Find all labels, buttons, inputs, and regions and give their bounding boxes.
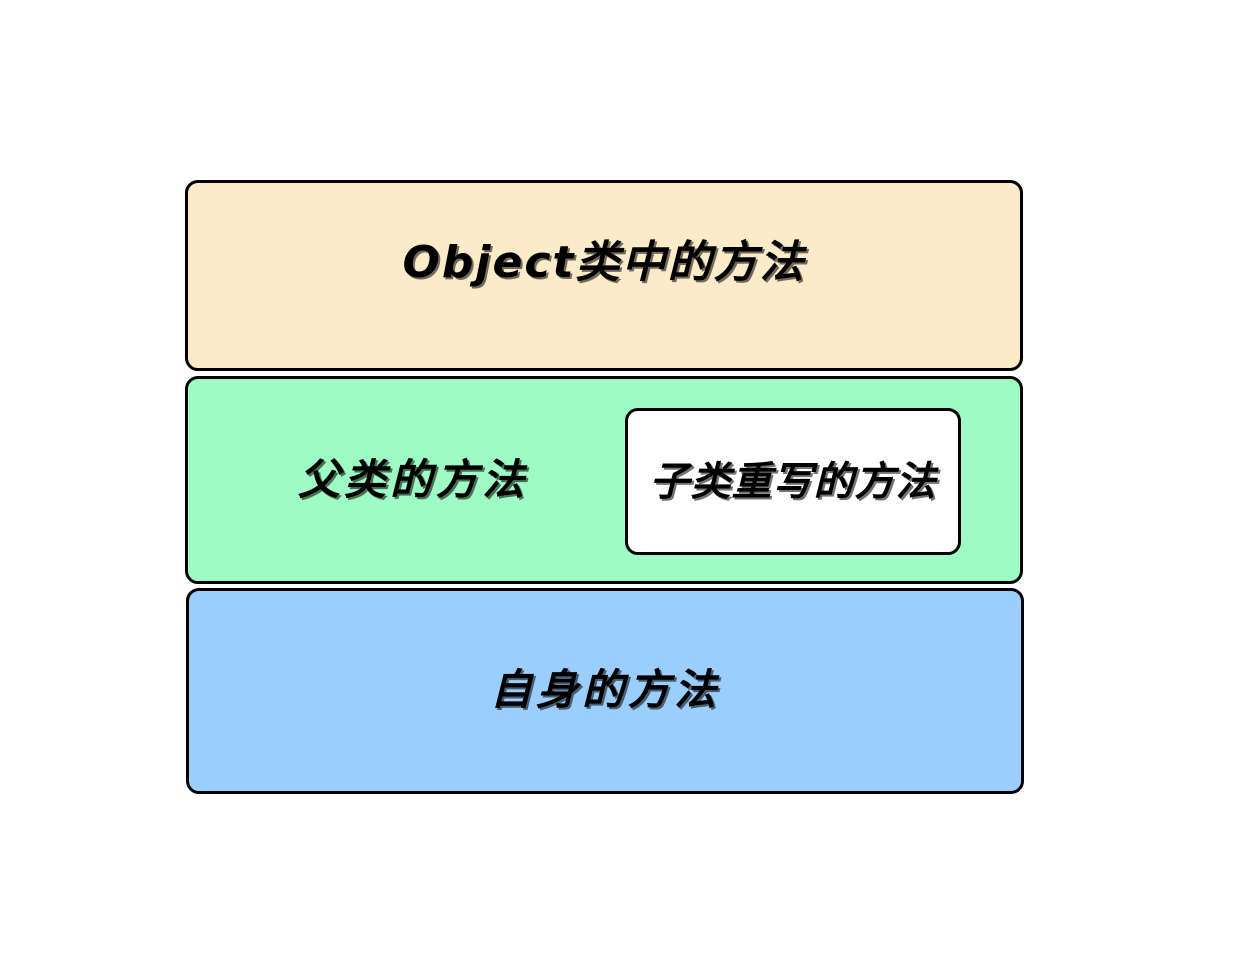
layer-own-methods: 自身的方法: [186, 588, 1024, 794]
layer-parent-class-methods: 父类的方法 子类重写的方法: [185, 376, 1023, 584]
layer-parent-class-methods-label: 父类的方法: [298, 455, 529, 504]
layer-own-methods-label: 自身的方法: [489, 665, 720, 714]
subclass-overridden-methods-label: 子类重写的方法: [649, 458, 937, 505]
subclass-overridden-methods-box: 子类重写的方法: [625, 408, 961, 555]
layer-object-class-methods-label: Object类中的方法: [402, 237, 806, 288]
layer-object-class-methods: Object类中的方法: [185, 180, 1023, 371]
